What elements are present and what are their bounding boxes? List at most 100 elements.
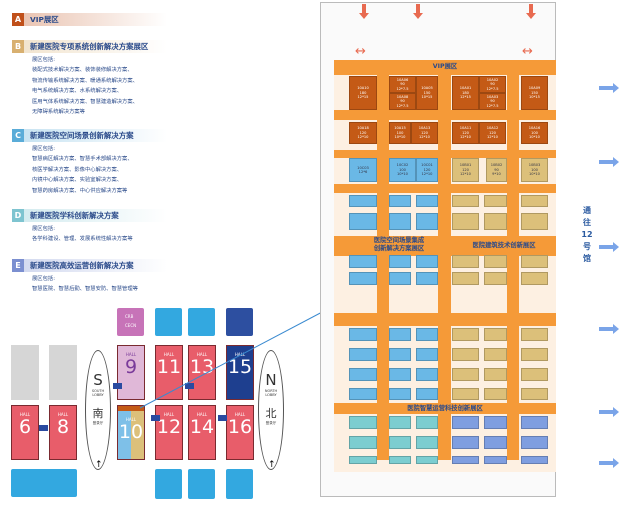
booth[interactable] (416, 213, 438, 230)
booth[interactable] (416, 388, 438, 400)
booth[interactable] (484, 436, 507, 449)
booth[interactable] (389, 195, 411, 207)
booth[interactable] (389, 456, 411, 464)
booth[interactable] (389, 213, 411, 230)
booth[interactable] (484, 456, 507, 464)
booth[interactable] (521, 368, 548, 381)
booth[interactable] (452, 328, 479, 341)
booth[interactable] (389, 436, 411, 449)
booth[interactable] (416, 195, 438, 207)
booth[interactable] (484, 213, 507, 230)
booth[interactable] (389, 416, 411, 429)
booth[interactable] (349, 272, 377, 285)
booth[interactable] (452, 255, 479, 268)
booth[interactable] (484, 272, 507, 285)
booth[interactable] (349, 368, 377, 381)
booth[interactable] (521, 388, 548, 400)
booth[interactable] (452, 388, 479, 400)
booth[interactable] (521, 255, 548, 268)
booth[interactable] (484, 368, 507, 381)
booth[interactable] (452, 436, 479, 449)
booth[interactable] (349, 456, 377, 464)
booth[interactable] (452, 348, 479, 361)
zone-line: 创新解决方案展区 (373, 245, 425, 252)
booth[interactable] (521, 436, 548, 449)
booth[interactable] (452, 416, 479, 429)
booth[interactable] (349, 255, 377, 268)
booth[interactable] (484, 416, 507, 429)
booth[interactable] (416, 436, 438, 449)
booth[interactable] (484, 388, 507, 400)
booth[interactable] (452, 368, 479, 381)
lobby-letter: S (93, 371, 103, 389)
booth[interactable] (452, 456, 479, 464)
booth[interactable] (389, 348, 411, 361)
booth[interactable] (452, 195, 479, 207)
booth[interactable] (521, 213, 548, 230)
booth[interactable] (521, 328, 548, 341)
booth[interactable] (452, 213, 479, 230)
booth[interactable] (521, 456, 548, 464)
booth[interactable] (452, 272, 479, 285)
booth[interactable] (389, 328, 411, 341)
booth[interactable] (349, 436, 377, 449)
booth[interactable] (416, 456, 438, 464)
booth[interactable] (349, 213, 377, 230)
booth[interactable] (416, 272, 438, 285)
booth[interactable] (484, 255, 507, 268)
booth[interactable] (349, 195, 377, 207)
booth[interactable] (521, 272, 548, 285)
booth[interactable] (484, 195, 507, 207)
booth-info: 12*15 (357, 95, 369, 100)
booth[interactable] (349, 388, 377, 400)
booth[interactable] (416, 348, 438, 361)
booth[interactable] (521, 348, 548, 361)
booth[interactable] (416, 328, 438, 341)
booth[interactable] (389, 272, 411, 285)
booth[interactable] (416, 368, 438, 381)
booth[interactable] (521, 195, 548, 207)
booth[interactable] (389, 368, 411, 381)
booth[interactable] (484, 328, 507, 341)
booth[interactable] (389, 255, 411, 268)
booth[interactable] (349, 328, 377, 341)
booth[interactable] (521, 416, 548, 429)
booth[interactable] (416, 255, 438, 268)
booth[interactable] (389, 388, 411, 400)
booth[interactable] (484, 348, 507, 361)
booth[interactable] (416, 416, 438, 429)
booth[interactable] (349, 416, 377, 429)
booth[interactable] (349, 348, 377, 361)
